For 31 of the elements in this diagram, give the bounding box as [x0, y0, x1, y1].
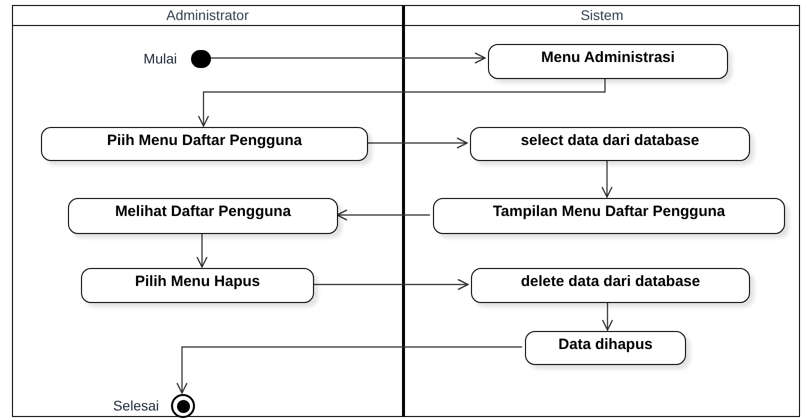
- action-box: [68, 198, 338, 234]
- arrow: [336, 209, 430, 221]
- arrow: [313, 278, 469, 290]
- lane-header: Administrator: [166, 6, 249, 25]
- node-caption: Mulai: [144, 50, 177, 68]
- action-box: [433, 198, 785, 234]
- action-box: [525, 331, 686, 365]
- lane-header: Sistem: [580, 6, 624, 25]
- action-box: [470, 127, 750, 161]
- action-label: select data dari database: [520, 132, 700, 151]
- action-label: Data dihapus: [558, 336, 653, 355]
- action-box: [81, 268, 314, 303]
- arrow: [196, 233, 208, 268]
- action-label: delete data dari database: [520, 273, 700, 292]
- action-label: Pilih Menu Hapus: [134, 273, 260, 292]
- action-label: Menu Administrasi: [541, 49, 675, 68]
- node-caption: Selesai: [113, 396, 159, 416]
- arrow: [601, 160, 613, 198]
- arrow: [602, 302, 614, 331]
- action-box: [488, 44, 728, 79]
- arrow: [176, 346, 522, 394]
- action-box: [41, 127, 368, 161]
- arrow: [210, 52, 486, 64]
- arrow: [367, 137, 468, 149]
- action-box: [471, 268, 750, 303]
- arrow: [198, 78, 606, 127]
- action-label: Piih Menu Daftar Pengguna: [106, 132, 302, 151]
- swimlane: [12, 5, 402, 417]
- action-label: Tampilan Menu Daftar Pengguna: [492, 203, 726, 222]
- action-label: Melihat Daftar Pengguna: [115, 203, 291, 222]
- swimlane: [402, 5, 800, 417]
